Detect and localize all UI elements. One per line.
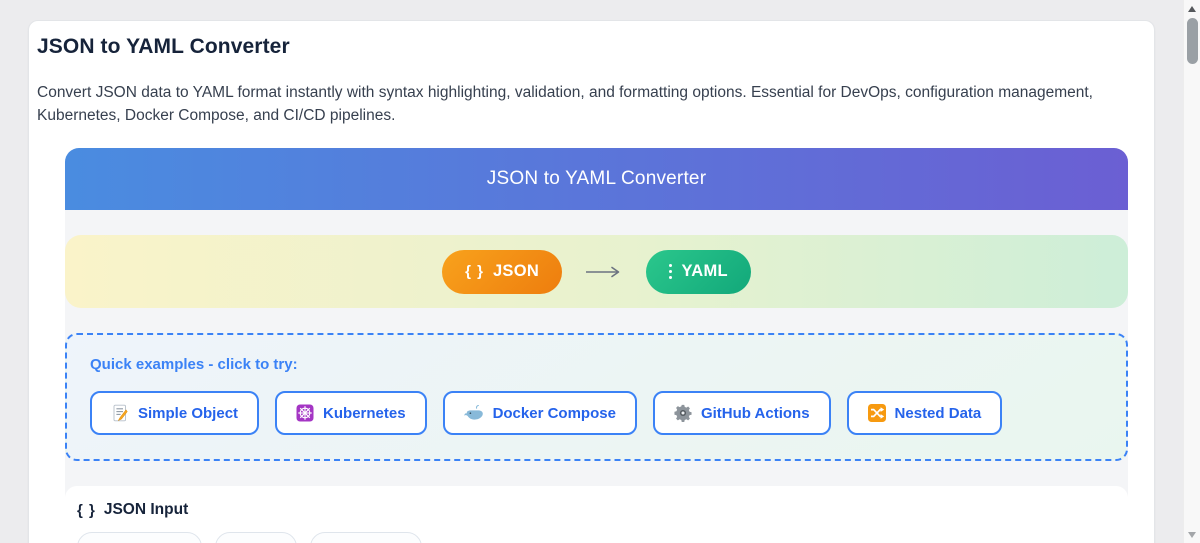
vertical-scrollbar[interactable] [1183,0,1200,543]
json-input-section: { } JSON Input [65,486,1128,543]
right-arrow-icon [584,264,624,280]
quick-examples-row: Simple Object [90,391,1103,435]
gear-icon [674,404,692,422]
scrollbar-up-arrow-icon[interactable] [1188,6,1196,12]
example-button-label: Nested Data [894,404,982,422]
example-button-label: Docker Compose [492,404,616,422]
widget-header-title: JSON to YAML Converter [486,168,707,189]
example-button-label: Simple Object [138,404,239,422]
conversion-banner: { } JSON YAML [65,235,1128,308]
example-button-docker-compose[interactable]: Docker Compose [442,391,637,435]
curly-braces-icon: { } [465,263,484,280]
shuffle-icon [867,404,886,422]
curly-braces-icon: { } [77,501,96,519]
converter-widget: JSON to YAML Converter { } JSON YAML [65,148,1128,543]
page-description: Convert JSON data to YAML format instant… [37,84,1093,124]
json-input-heading: { } JSON Input [77,501,1116,519]
vertical-dots-icon [669,263,673,280]
example-button-github-actions[interactable]: GitHub Actions [652,391,831,435]
json-badge-label: JSON [492,262,540,280]
scrollbar-down-arrow-icon[interactable] [1188,532,1196,538]
yaml-badge-label: YAML [681,262,728,280]
page-card: JSON to YAML Converter Convert JSON data… [28,20,1155,543]
json-input-title: JSON Input [103,501,189,518]
quick-examples-heading: Quick examples - click to try: [90,356,298,373]
example-button-simple-object[interactable]: Simple Object [90,391,260,435]
json-badge: { } JSON [442,249,563,294]
yaml-badge: YAML [646,249,751,294]
kubernetes-wheel-icon [296,404,314,422]
page-title: JSON to YAML Converter [37,35,290,58]
memo-icon [111,404,129,422]
whale-icon [463,405,484,421]
json-input-toolbar [77,532,1116,543]
example-button-label: Kubernetes [323,404,406,422]
quick-examples-panel: Quick examples - click to try: [65,333,1128,461]
input-toolbar-pill[interactable] [310,532,422,543]
example-button-nested-data[interactable]: Nested Data [846,391,1003,435]
input-toolbar-pill[interactable] [77,532,202,543]
widget-header: JSON to YAML Converter [65,148,1128,210]
example-button-label: GitHub Actions [700,404,810,422]
input-toolbar-pill[interactable] [215,532,297,543]
widget-body: { } JSON YAML Quick examples - click to … [65,210,1128,543]
scrollbar-thumb[interactable] [1187,18,1198,64]
example-button-kubernetes[interactable]: Kubernetes [275,391,427,435]
